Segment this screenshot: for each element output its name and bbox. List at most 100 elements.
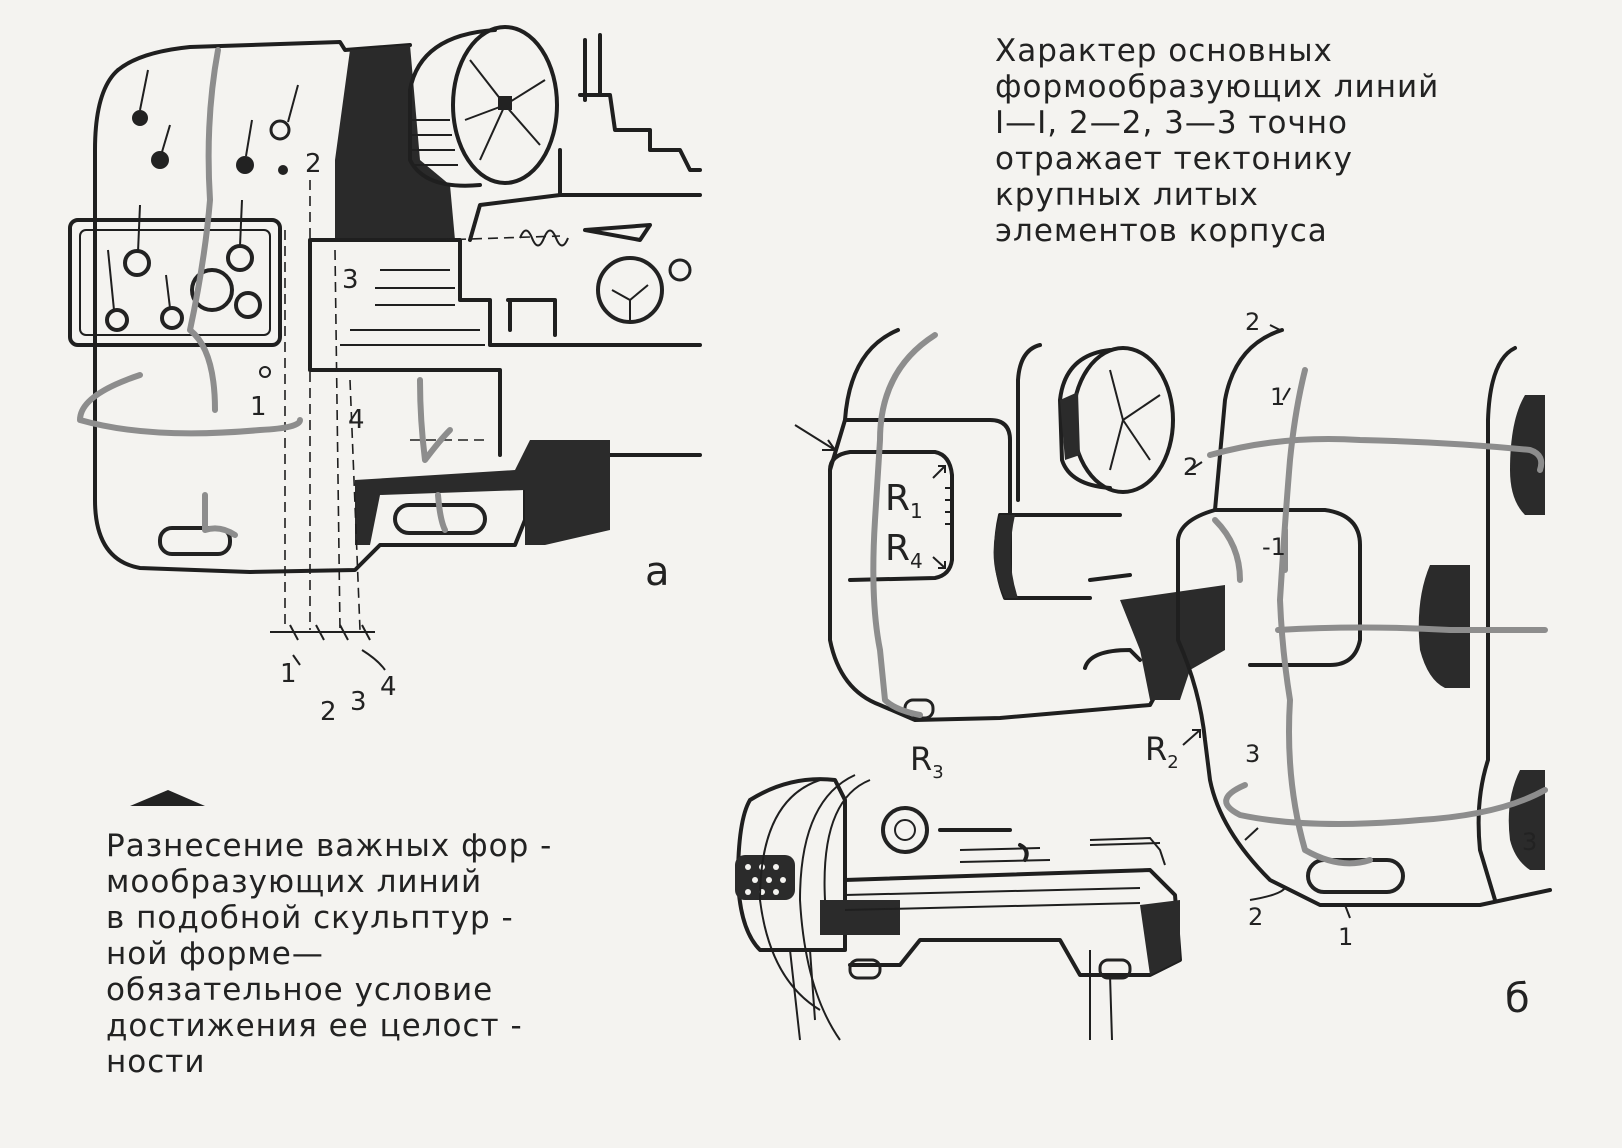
label-a-4: 4 — [348, 405, 365, 435]
caption-top-line: I—I, 2—2, 3—3 точно — [995, 105, 1349, 141]
scale-label-1: 1 — [280, 659, 297, 689]
thumb-tailstock — [1089, 836, 1166, 866]
scale-label-3: 3 — [350, 687, 367, 717]
label-r2-sub: 2 — [1167, 752, 1178, 773]
label-a-3: 3 — [342, 265, 359, 295]
spindle — [994, 513, 1122, 600]
caption-bottom-line: ности — [106, 1044, 206, 1080]
feed-dial — [596, 256, 664, 324]
scale-label-4: 4 — [380, 672, 397, 702]
caption-top-line: Характер основных — [995, 33, 1333, 69]
label-r2: R — [1145, 730, 1167, 768]
thumb-carriage — [938, 828, 1029, 862]
caption-bottom-line: ной форме— — [106, 936, 324, 972]
right-dark-1 — [1510, 395, 1545, 515]
chuck-b-dark — [1060, 392, 1080, 460]
triangle-marker — [130, 790, 205, 806]
chuck-drum — [408, 28, 497, 188]
label-r4-sub: 4 — [910, 549, 923, 573]
lead-arrow — [583, 223, 652, 242]
feed-dial-spokes — [611, 284, 649, 320]
thumb-foot-left — [848, 958, 882, 980]
thumb-bed-dark — [820, 900, 1180, 975]
radius-arrows — [794, 324, 1351, 919]
label-r1: R — [885, 478, 910, 519]
caption-bottom-line: в подобной скульптур - — [106, 900, 514, 936]
spindle-dark — [993, 515, 1018, 598]
right-dark-2 — [1418, 565, 1470, 688]
carriage-top — [468, 148, 702, 242]
label-a-1: 1 — [250, 392, 267, 422]
figure-a-letter: а — [645, 549, 670, 595]
caption-bottom-line: достижения ее целост - — [106, 1008, 523, 1044]
svg-text:R4: R4 — [885, 528, 923, 573]
svg-text:R2: R2 — [1145, 730, 1179, 773]
base-handle — [158, 526, 232, 556]
left-panel-ribs — [945, 487, 952, 525]
scale-label-2: 2 — [320, 697, 337, 727]
svg-text:R1: R1 — [885, 478, 923, 523]
lathe-thumbnail — [735, 774, 1182, 1041]
caption-top-line: отражает тектонику — [995, 141, 1353, 177]
lead-spring — [519, 229, 569, 247]
thumb-bed — [843, 868, 1182, 977]
apron-detail-lines — [340, 269, 485, 346]
figure-b-letter: б — [1505, 976, 1530, 1022]
caption-top-line: крупных литых — [995, 177, 1259, 213]
caption-top: Характер основных формообразующих линий … — [995, 33, 1439, 249]
label-a-2: 2 — [305, 149, 322, 179]
thumb-panel — [735, 855, 795, 900]
right-housing — [1176, 328, 1552, 907]
right-housing-panel — [1213, 508, 1362, 667]
apron-shadow — [355, 440, 610, 545]
chuck-ribs — [412, 119, 458, 166]
label-b-bottom-1: 1 — [1338, 923, 1353, 951]
label-b-right-3: 3 — [1522, 828, 1537, 856]
apron — [308, 238, 702, 457]
label-r3-sub: 3 — [932, 762, 943, 783]
figure-b — [794, 324, 1552, 919]
label-b-center-1: -1 — [1262, 533, 1286, 561]
chuck-b-drum — [1058, 348, 1112, 490]
tool-post — [578, 33, 702, 172]
figure-a — [68, 25, 702, 671]
label-r1-sub: 1 — [910, 499, 923, 523]
left-post-outline — [828, 328, 1182, 722]
thumb-foot-right — [1098, 958, 1132, 980]
control-panel — [68, 218, 282, 347]
chuck-b-spokes — [1109, 369, 1161, 471]
figure-b-labels: R1 R4 R3 R2 2 1 2 -1 3 3 2 1 б — [885, 308, 1537, 1022]
middle-block — [843, 343, 1042, 517]
figure-a-labels: 2 3 1 4 1 2 3 4 а — [250, 149, 670, 727]
carriage-shadow — [1120, 585, 1225, 700]
control-panel-inner — [79, 229, 271, 336]
control-levers — [107, 69, 299, 311]
thumb-chuck — [881, 806, 929, 854]
b-bottom-handle — [1306, 858, 1405, 894]
label-r4: R — [885, 528, 910, 569]
label-b-upper-1: 1 — [1270, 383, 1285, 411]
label-b-bottom-2: 2 — [1248, 903, 1263, 931]
label-b-top-2: 2 — [1245, 308, 1260, 336]
caption-bottom: Разнесение важных фор - мообразующих лин… — [106, 828, 552, 1080]
form-lines-b — [870, 332, 1548, 867]
caption-bottom-line: мообразующих линий — [106, 864, 483, 900]
feed-slot — [506, 298, 557, 337]
chuck-center — [498, 96, 512, 110]
label-b-mid-3: 3 — [1245, 740, 1260, 768]
small-knob — [668, 258, 692, 282]
right-edge — [1476, 346, 1517, 902]
carriage-slot — [1083, 573, 1142, 670]
thumb-headstock — [736, 777, 847, 952]
scale-ticks — [270, 624, 386, 671]
label-r3: R — [910, 740, 932, 778]
caption-top-line: формообразующих линий — [995, 69, 1440, 105]
caption-top-line: элементов корпуса — [995, 213, 1328, 249]
caption-bottom-line: обязательное условие — [106, 972, 494, 1008]
form-lines-a — [77, 47, 453, 538]
svg-text:R3: R3 — [910, 740, 944, 783]
label-b-mid-2: 2 — [1183, 453, 1198, 481]
chuck-face — [451, 25, 559, 185]
thumb-legs — [758, 774, 1113, 1041]
